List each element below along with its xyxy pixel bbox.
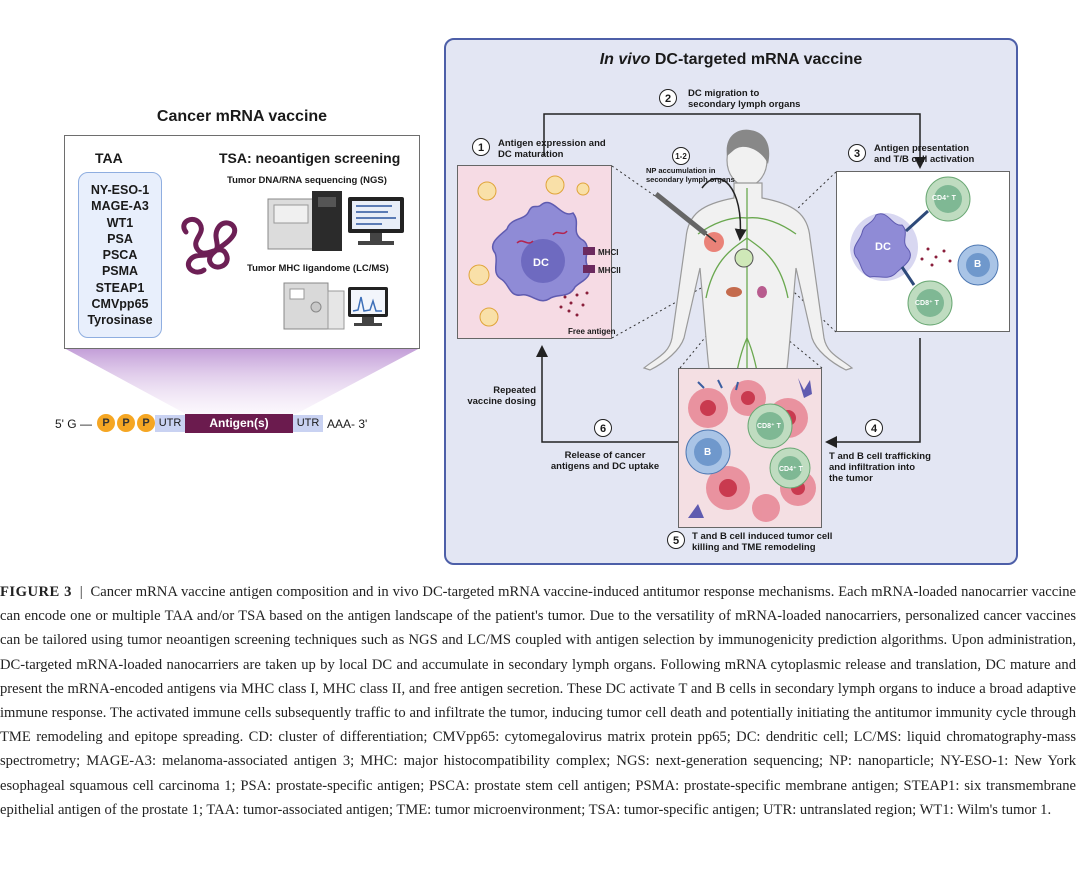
antigen-presentation-graphic (850, 176, 999, 326)
caption-separator: | (71, 584, 91, 600)
step-5-label: T and B cell induced tumor cell killing … (692, 531, 832, 553)
repeated-dosing-label: Repeated vaccine dosing (462, 385, 536, 407)
taa-item: PSA (107, 231, 133, 246)
repeated-dosing-line: Repeated (493, 385, 536, 396)
step-4-label-line: the tumor (829, 473, 873, 484)
box1-free-antigen-label: Free antigen (568, 327, 616, 336)
step-6-label-line: antigens and DC uptake (550, 461, 660, 472)
step-6-number: 6 (594, 419, 612, 437)
taa-item: PSCA (102, 248, 138, 263)
five-prime-cap: 5' G — (55, 417, 92, 431)
step-3-label-line: Antigen presentation (874, 143, 970, 154)
taa-item: CMVpp65 (91, 297, 149, 312)
step-1-2-number: 1-2 (672, 147, 690, 165)
taa-item: STEAP1 (95, 280, 145, 295)
utr-5: UTR (155, 415, 185, 432)
box5-b-label: B (704, 447, 712, 458)
step-1-2-label: NP accumulation in secondary lymph organ… (646, 166, 735, 184)
phosphate-3: P (137, 414, 155, 432)
box1-mhci-label: MHCI (598, 248, 619, 257)
step-1-number: 1 (472, 138, 490, 156)
box3-b-label: B (974, 259, 982, 270)
phosphate-2: P (117, 414, 135, 432)
figure-label: FIGURE 3 (0, 584, 72, 600)
taa-item: WT1 (106, 215, 134, 230)
box3-cd4-label: CD4⁺ T (932, 195, 956, 202)
funnel-graphic (64, 348, 420, 414)
dc-maturation-graphic (468, 175, 595, 327)
step-6-label: Release of cancer antigens and DC uptake (548, 450, 662, 472)
box5-cd8-label: CD8⁺ T (757, 423, 781, 430)
mrna-construct: 5' G — P P P UTR Antigen(s) UTR AAA- 3' (55, 414, 385, 436)
tumor-killing-graphic (685, 378, 816, 522)
taa-item: MAGE-A3 (91, 199, 149, 214)
step-3-number: 3 (848, 144, 866, 162)
taa-list: NY-ESO-1 MAGE-A3 WT1 PSA PSCA PSMA STEAP… (78, 172, 162, 338)
ngs-label: Tumor DNA/RNA sequencing (NGS) (227, 175, 387, 186)
box1-mhcii-label: MHCII (598, 266, 621, 275)
box5-cd4-label: CD4⁺ T (779, 466, 803, 473)
step-1-label-line: DC maturation (498, 149, 564, 160)
taa-title: TAA (95, 150, 123, 166)
lcms-icon (283, 282, 388, 330)
step-1-label: Antigen expression and DC maturation (498, 138, 606, 160)
box3-cd8-label: CD8⁺ T (915, 300, 939, 307)
utr-3: UTR (293, 415, 323, 432)
step-1-2-label-line: NP accumulation in (646, 166, 716, 175)
mhc-ligandome-label: Tumor MHC ligandome (LC/MS) (247, 263, 389, 274)
taa-item: PSMA (101, 264, 139, 279)
box3-dc-label: DC (875, 241, 891, 253)
right-panel-title: In vivo DC-targeted mRNA vaccine (444, 51, 1018, 69)
tsa-title: TSA: neoantigen screening (219, 150, 401, 166)
step-6-label-line: Release of cancer (564, 450, 646, 461)
antigen-segment: Antigen(s) (185, 414, 293, 433)
caption-text: Cancer mRNA vaccine antigen composition … (0, 584, 1077, 818)
step-4-label-line: T and B cell trafficking (829, 451, 931, 462)
step-1-2-label-line: secondary lymph organs (646, 175, 735, 184)
phosphate-1: P (97, 414, 115, 432)
repeated-dosing-line: vaccine dosing (467, 396, 536, 407)
sequencer-icon (267, 191, 404, 251)
step-5-label-line: T and B cell induced tumor cell (692, 531, 833, 542)
step-4-label-line: and infiltration into (829, 462, 916, 473)
step-3-label-line: and T/B cell activation (874, 154, 975, 165)
title-italic: In vivo (599, 51, 651, 68)
step-5-number: 5 (667, 531, 685, 549)
taa-item: NY-ESO-1 (90, 183, 150, 197)
box1-dc-label: DC (533, 257, 549, 269)
step-3-label: Antigen presentation and T/B cell activa… (874, 143, 974, 165)
poly-a-tail: AAA- 3' (327, 417, 368, 431)
step-1-label-line: Antigen expression and (498, 138, 606, 149)
mrna-squiggle-icon (181, 217, 238, 275)
step-2-label: DC migration to secondary lymph organs (688, 88, 800, 110)
title-rest: DC-targeted mRNA vaccine (650, 51, 863, 68)
step-2-label-line: DC migration to (688, 88, 760, 99)
figure-caption: FIGURE 3 | Cancer mRNA vaccine antigen c… (0, 580, 1076, 822)
step-5-label-line: killing and TME remodeling (692, 542, 816, 553)
taa-item: Tyrosinase (87, 313, 153, 328)
step-2-label-line: secondary lymph organs (688, 99, 801, 110)
step-2-number: 2 (659, 89, 677, 107)
syringe-icon (654, 192, 717, 243)
left-panel-title: Cancer mRNA vaccine (156, 108, 328, 125)
step-4-label: T and B cell trafficking and infiltratio… (829, 451, 931, 484)
step-4-number: 4 (865, 419, 883, 437)
